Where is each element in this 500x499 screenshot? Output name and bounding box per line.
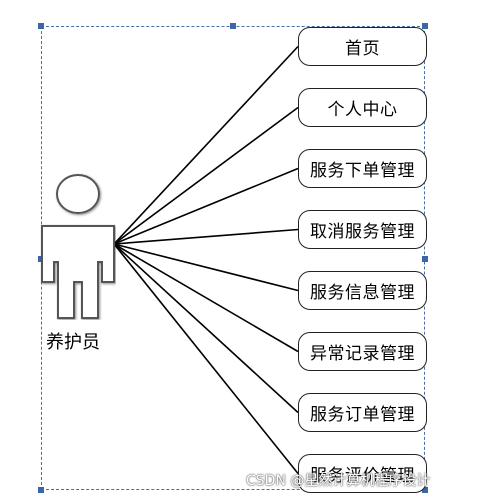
actor-label: 养护员 <box>46 332 100 353</box>
use-case-personal-center[interactable]: 个人中心 <box>298 88 427 127</box>
use-case-cancel-service[interactable]: 取消服务管理 <box>298 210 427 249</box>
resize-handle-top-left[interactable] <box>38 23 44 29</box>
resize-handle-bottom-right[interactable] <box>422 487 428 493</box>
use-case-label: 服务下单管理 <box>310 161 415 181</box>
association-line <box>113 228 299 245</box>
use-case-service-info[interactable]: 服务信息管理 <box>298 271 427 310</box>
resize-handle-top-right[interactable] <box>422 23 428 29</box>
association-line <box>113 243 299 414</box>
association-line <box>113 106 299 245</box>
association-line <box>113 45 299 245</box>
use-case-label: 个人中心 <box>327 100 398 120</box>
resize-handle-bottom-left[interactable] <box>38 487 44 493</box>
association-line <box>113 243 299 292</box>
use-case-label: 服务信息管理 <box>310 283 415 303</box>
use-case-service-orders[interactable]: 服务订单管理 <box>298 393 427 432</box>
resize-handle-middle-right[interactable] <box>422 256 428 262</box>
use-case-label: 首页 <box>345 39 380 59</box>
use-case-label: 取消服务管理 <box>310 222 415 242</box>
use-case-exception-records[interactable]: 异常记录管理 <box>298 332 427 371</box>
use-case-service-order-placement[interactable]: 服务下单管理 <box>298 149 427 188</box>
use-case-home[interactable]: 首页 <box>298 27 427 66</box>
association-line <box>113 243 299 475</box>
watermark: CSDN @星然计算机程序设计 <box>246 473 431 489</box>
resize-handle-top-middle[interactable] <box>230 23 236 29</box>
use-case-service-reviews[interactable]: 服务评价管理 <box>298 454 427 493</box>
person-icon <box>41 174 115 319</box>
association-line <box>113 243 299 353</box>
use-case-label: 服务订单管理 <box>310 405 415 425</box>
use-case-label: 异常记录管理 <box>310 344 415 364</box>
association-line <box>113 167 299 245</box>
use-case-label: 服务评价管理 <box>310 466 415 486</box>
